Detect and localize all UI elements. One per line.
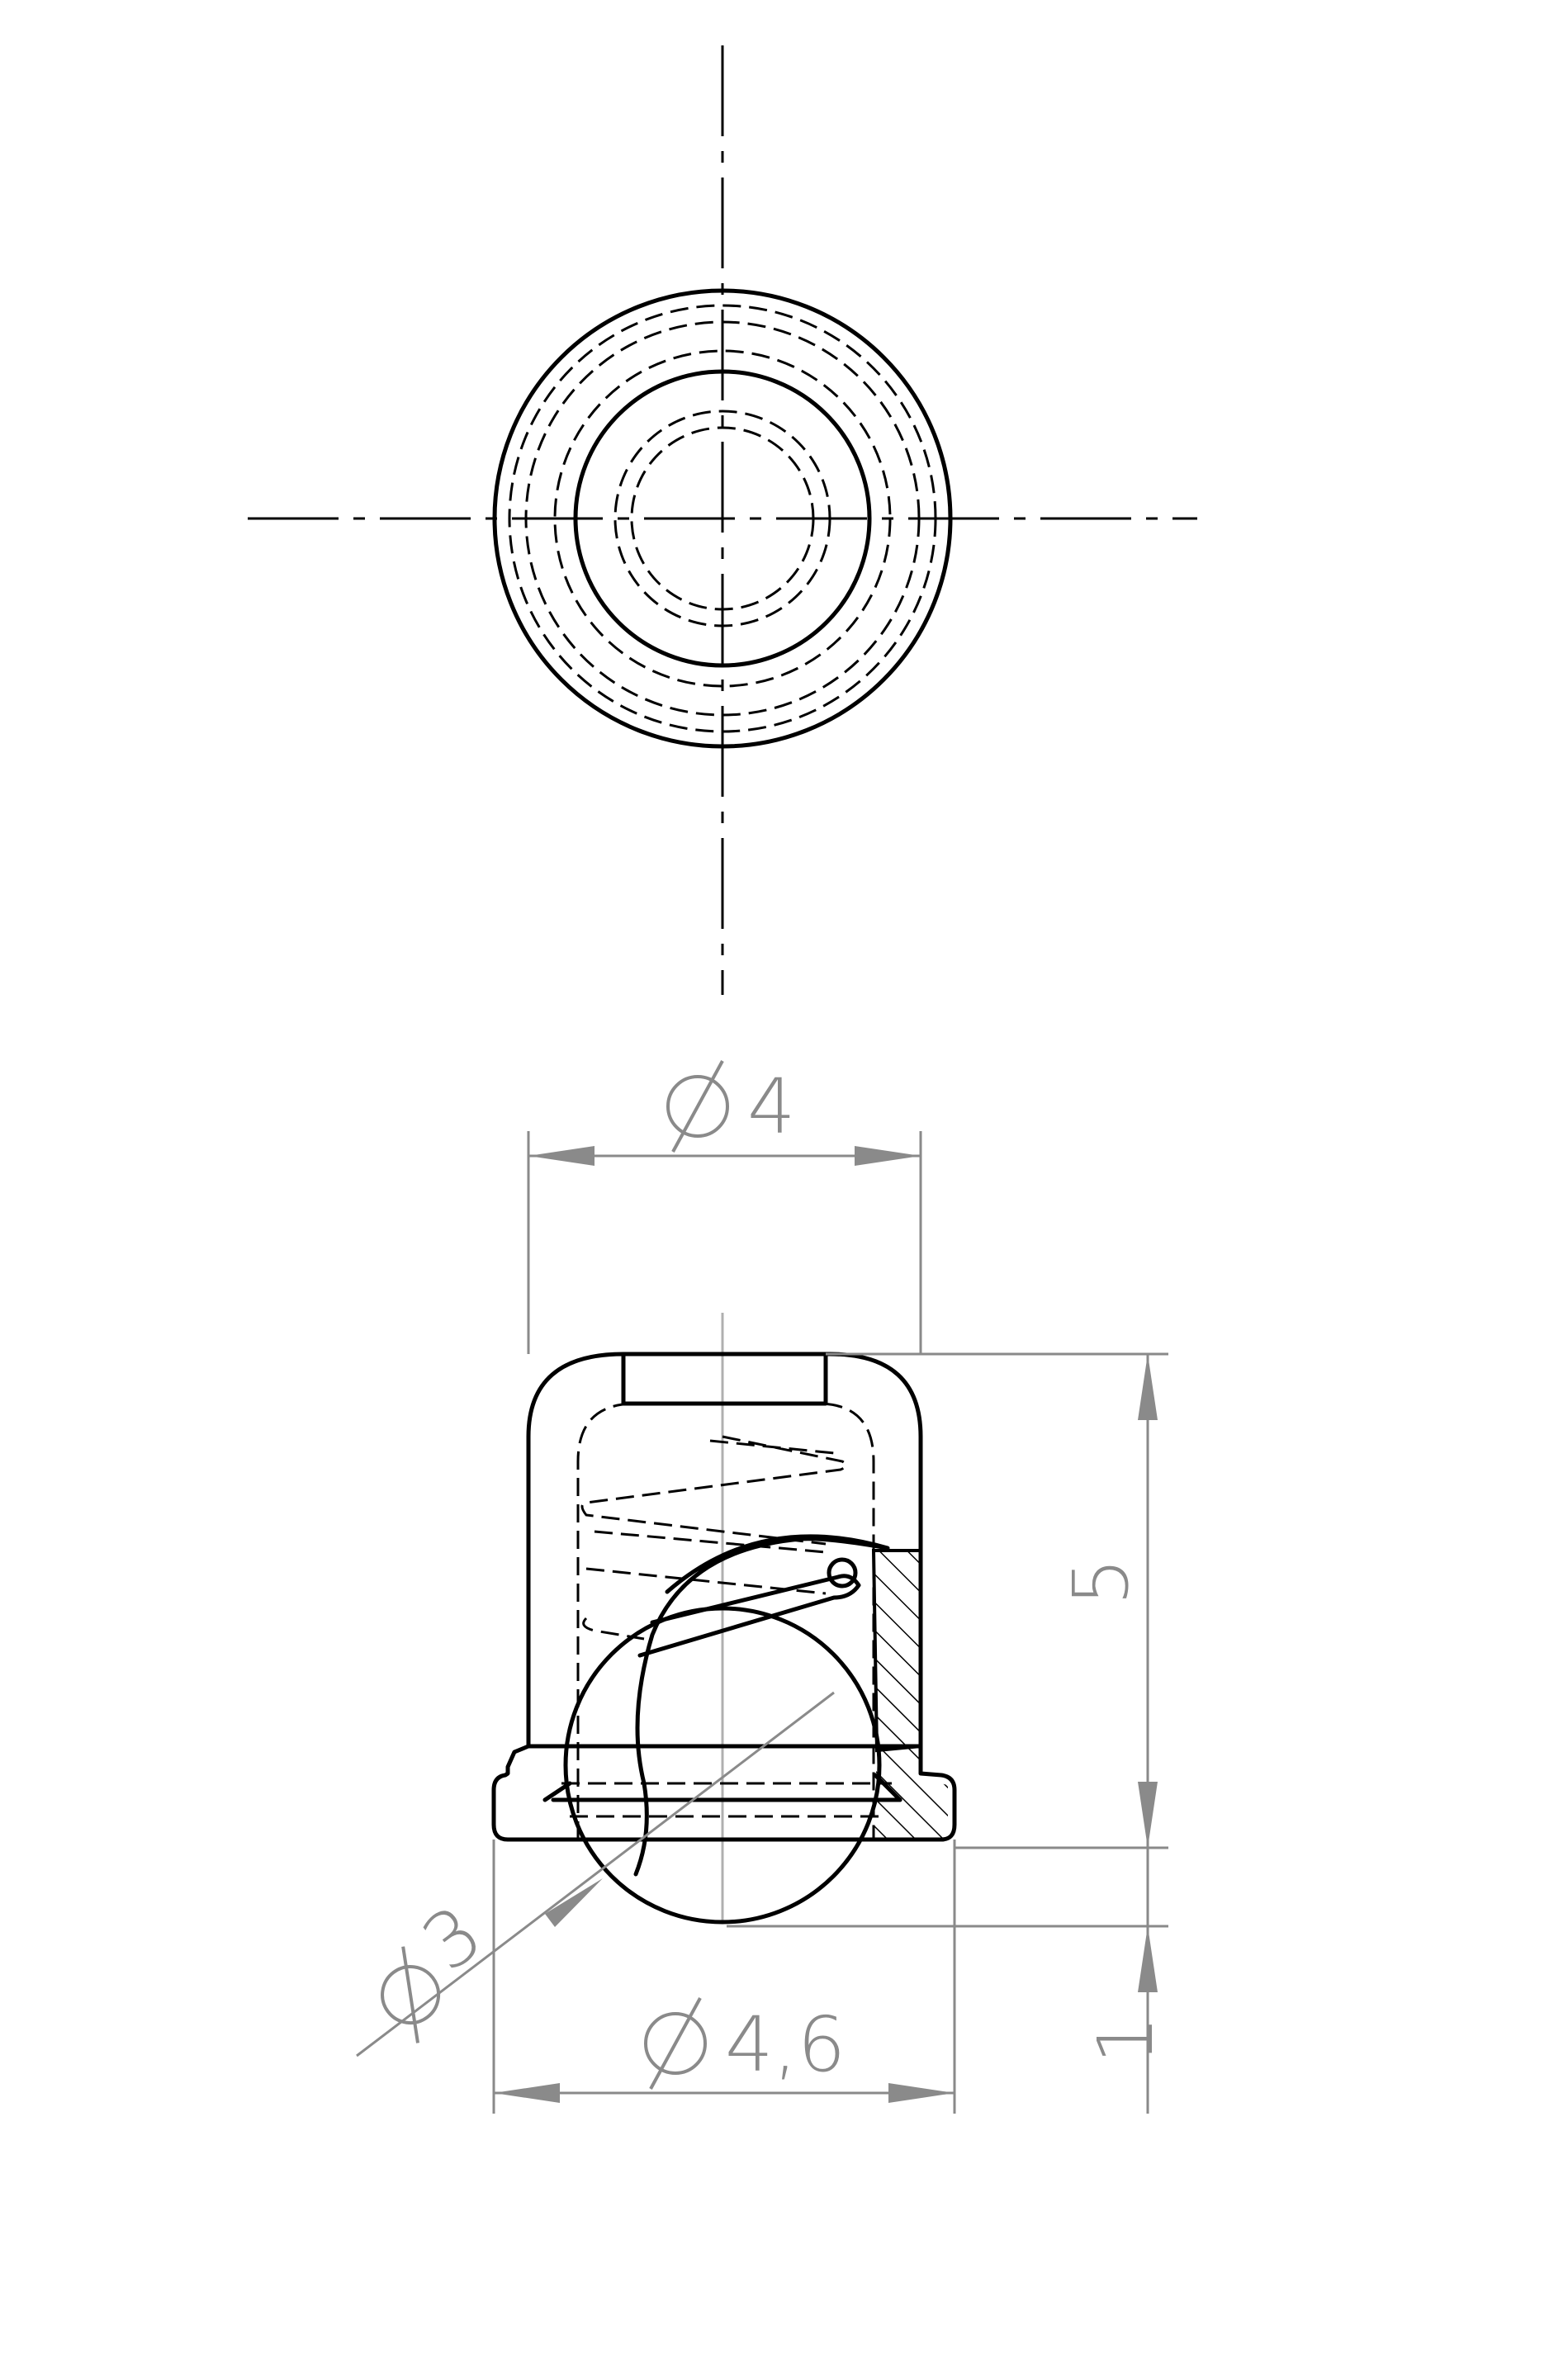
dimension-value: 4,6: [725, 2001, 846, 2089]
dimension-body-height: 5: [826, 1352, 1168, 1849]
top-view: [248, 45, 1197, 995]
dimension-base-diameter: 4,6: [492, 1840, 956, 2114]
top-opening: [621, 1352, 828, 1406]
inner-bore-hidden: [576, 1402, 875, 1840]
dimension-ball-protrusion: 1: [727, 1848, 1170, 2114]
front-view: [491, 1313, 957, 1925]
arrow-left: [494, 2083, 560, 2103]
hidden-circle-5: [630, 426, 815, 611]
dimension-value: 4: [747, 1063, 796, 1151]
hidden-circle-2: [524, 320, 921, 717]
dimension-value: 5: [1057, 1557, 1145, 1606]
leader-arrow: [545, 1878, 603, 1927]
hidden-circle-1: [508, 304, 937, 733]
body-outline: [526, 1352, 923, 1749]
hidden-circle-3: [553, 349, 892, 688]
leader-line: [356, 1691, 835, 2057]
ball: [563, 1606, 882, 1925]
diameter-symbol: [644, 1997, 707, 2090]
arrow-top: [1138, 1354, 1158, 1420]
diameter-symbol: [381, 1946, 441, 2043]
hidden-circle-4: [613, 410, 831, 627]
ball-contour-line: [633, 1534, 890, 1877]
arrow-right: [855, 1146, 921, 1166]
outer-circle: [492, 288, 953, 749]
flange-outline: [491, 1744, 957, 1842]
dimension-top-diameter: 4: [527, 1060, 922, 1354]
section-hatch-upper: [871, 1549, 922, 1753]
spring-end-wire: [637, 1574, 861, 1658]
arrow-left: [528, 1146, 595, 1166]
diameter-symbol: [666, 1060, 729, 1153]
arrow-right: [888, 2083, 955, 2103]
arrow-up: [1138, 1926, 1158, 1992]
dimension-value: 3: [407, 1889, 499, 1989]
arrow-bottom: [1138, 1782, 1158, 1848]
section-hatch-flange: [874, 1746, 948, 1840]
spring-hidden: [580, 1435, 847, 1641]
dimension-value: 1: [1082, 2015, 1170, 2064]
ball-circle: [573, 369, 872, 668]
spring-end: [827, 1557, 858, 1589]
